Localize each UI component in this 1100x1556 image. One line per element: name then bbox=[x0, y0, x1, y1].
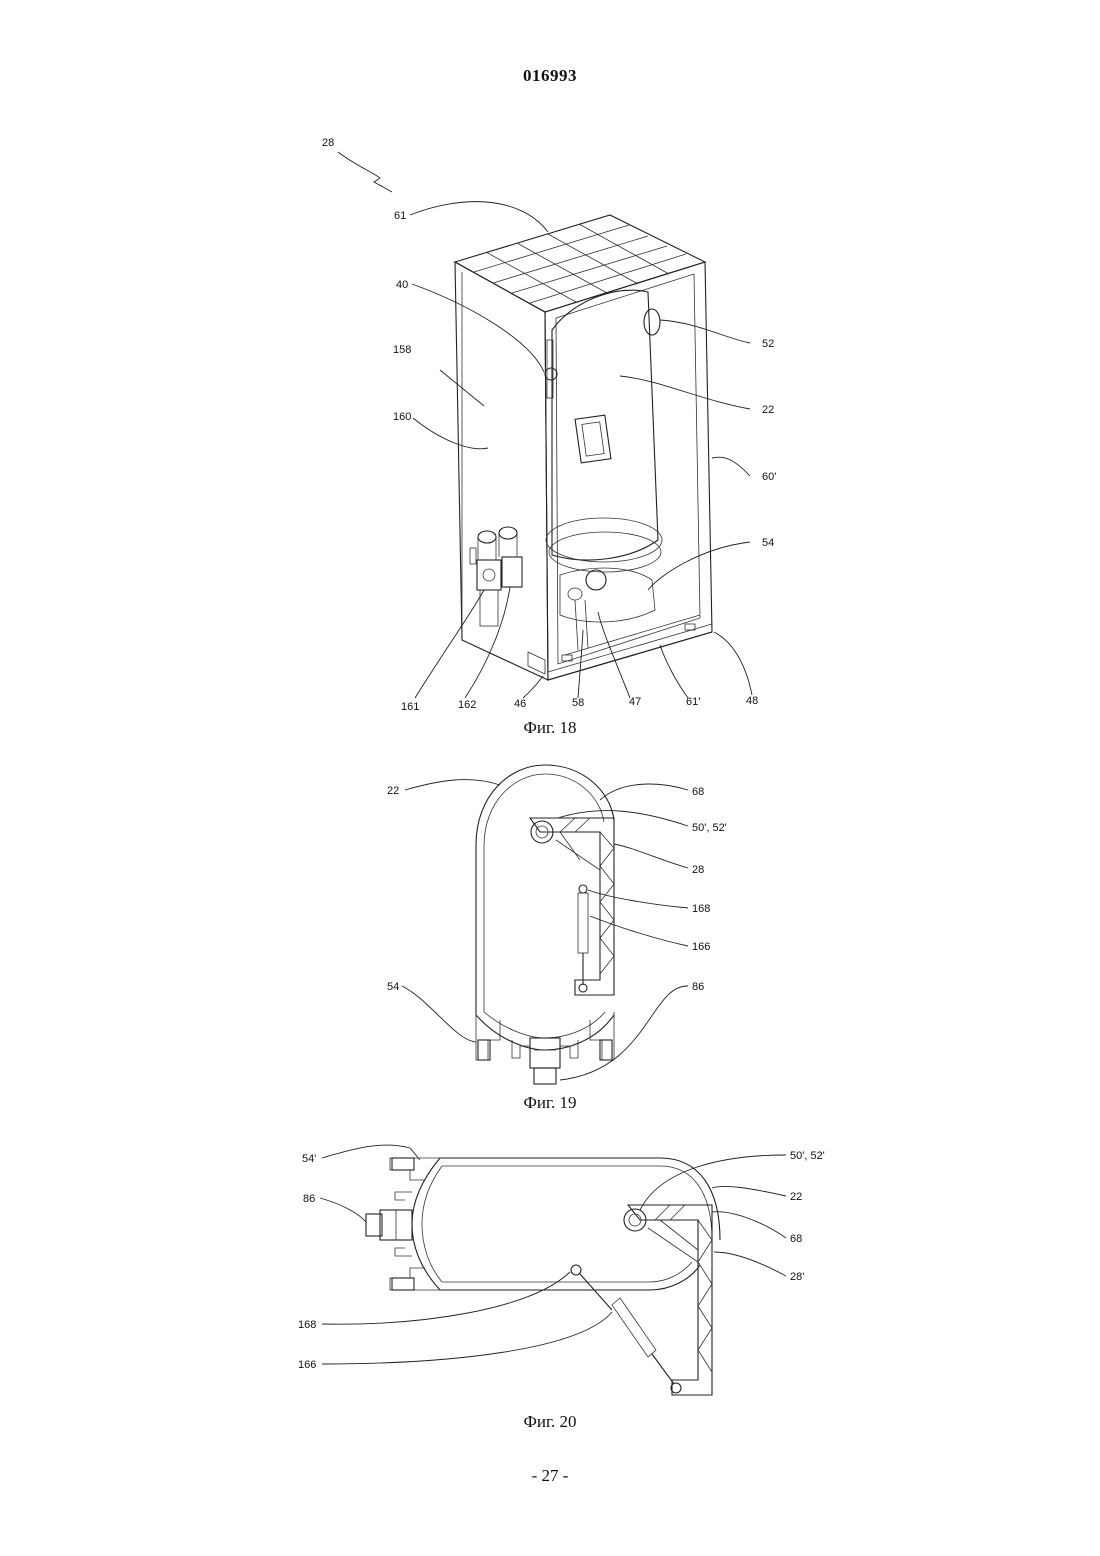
ref-label: 22 bbox=[790, 1191, 802, 1203]
ref-label: 54 bbox=[387, 981, 399, 993]
figure-19-caption: Фиг. 19 bbox=[0, 1093, 1100, 1113]
ref-label: 166 bbox=[692, 941, 710, 953]
ref-label: 46 bbox=[514, 698, 526, 710]
ref-label: 58 bbox=[572, 697, 584, 709]
ref-label: 68 bbox=[692, 786, 704, 798]
ref-label: 48 bbox=[746, 695, 758, 707]
ref-label: 86 bbox=[303, 1193, 315, 1205]
page-number: - 27 - bbox=[0, 1466, 1100, 1486]
ref-label: 68 bbox=[790, 1233, 802, 1245]
ref-label: 158 bbox=[393, 344, 411, 356]
figure-20-caption: Фиг. 20 bbox=[0, 1412, 1100, 1432]
ref-label: 168 bbox=[298, 1319, 316, 1331]
figure-18-drawing bbox=[338, 152, 752, 698]
ref-label: 168 bbox=[692, 903, 710, 915]
ref-label: 160 bbox=[393, 411, 411, 423]
ref-label: 50', 52' bbox=[692, 822, 727, 834]
ref-label: 28' bbox=[790, 1271, 804, 1283]
ref-label: 28 bbox=[322, 137, 334, 149]
figure-20-drawing bbox=[320, 1145, 786, 1395]
ref-label: 47 bbox=[629, 696, 641, 708]
ref-label: 22 bbox=[762, 404, 774, 416]
ref-label: 28 bbox=[692, 864, 704, 876]
ref-label: 166 bbox=[298, 1359, 316, 1371]
ref-label: 61 bbox=[394, 210, 406, 222]
ref-label: 50', 52' bbox=[790, 1150, 825, 1162]
ref-label: 54 bbox=[762, 537, 774, 549]
ref-label: 162 bbox=[458, 699, 476, 711]
ref-label: 54' bbox=[302, 1153, 316, 1165]
ref-label: 61' bbox=[686, 696, 700, 708]
ref-label: 52 bbox=[762, 338, 774, 350]
ref-label: 161 bbox=[401, 701, 419, 713]
figure-19-drawing bbox=[402, 765, 688, 1084]
ref-label: 40 bbox=[396, 279, 408, 291]
figure-18-caption: Фиг. 18 bbox=[0, 718, 1100, 738]
figure-19-labels: 22 68 50', 52' 28 168 166 54 86 bbox=[387, 785, 727, 993]
figure-20-labels: 54' 50', 52' 86 22 68 28' 168 166 bbox=[298, 1150, 825, 1371]
ref-label: 60' bbox=[762, 471, 776, 483]
ref-label: 86 bbox=[692, 981, 704, 993]
ref-label: 22 bbox=[387, 785, 399, 797]
